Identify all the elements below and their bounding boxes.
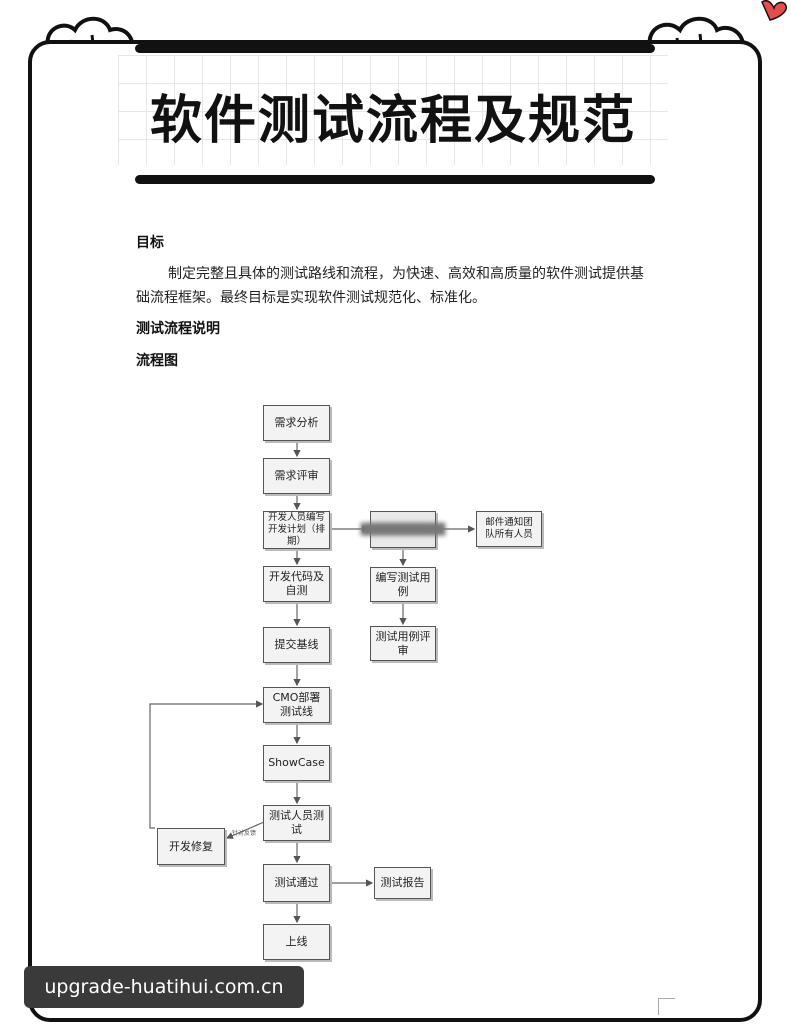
page-title: 软件测试流程及规范: [149, 91, 636, 151]
node-dev-plan: 开发人员编写开发计划（排期）: [263, 511, 330, 549]
node-req-analysis: 需求分析: [263, 405, 330, 441]
node-showcase: ShowCase: [263, 745, 330, 781]
node-tester-test: 测试人员测试: [263, 805, 330, 841]
goal-paragraph: 制定完整且具体的测试路线和流程，为快速、高效和高质量的软件测试提供基础流程框架。…: [136, 266, 644, 306]
blurred-text: ██████████: [360, 522, 446, 536]
flowchart-heading: 流程图: [136, 353, 178, 369]
node-dev-fix: 开发修复: [157, 828, 225, 865]
node-submit-baseline: 提交基线: [263, 627, 330, 663]
title-rule-bottom: [135, 175, 655, 184]
corner-mark: [658, 998, 675, 1015]
node-case-review: 测试用例评审: [370, 626, 436, 661]
node-cmo-deploy: CMO部署测试线: [263, 687, 330, 723]
node-dev-code: 开发代码及自测: [263, 566, 330, 602]
node-release: 上线: [263, 924, 330, 960]
title-grid-background: [118, 55, 668, 165]
node-write-cases: 编写测试用例: [370, 567, 436, 602]
watermark-url: upgrade-huatihui.com.cn: [24, 966, 304, 1008]
node-test-pass: 测试通过: [263, 864, 330, 902]
edge-label-feedback: 针对反馈: [232, 830, 257, 837]
title-rule-top: [135, 44, 655, 53]
heart-icon: [761, 0, 787, 21]
node-req-review: 需求评审: [263, 458, 330, 494]
node-test-report: 测试报告: [374, 867, 431, 899]
goal-heading: 目标: [136, 235, 164, 251]
node-blurred: ██████████: [361, 511, 445, 548]
process-heading: 测试流程说明: [136, 321, 220, 337]
node-notify: 邮件通知团队所有人员: [476, 511, 542, 547]
